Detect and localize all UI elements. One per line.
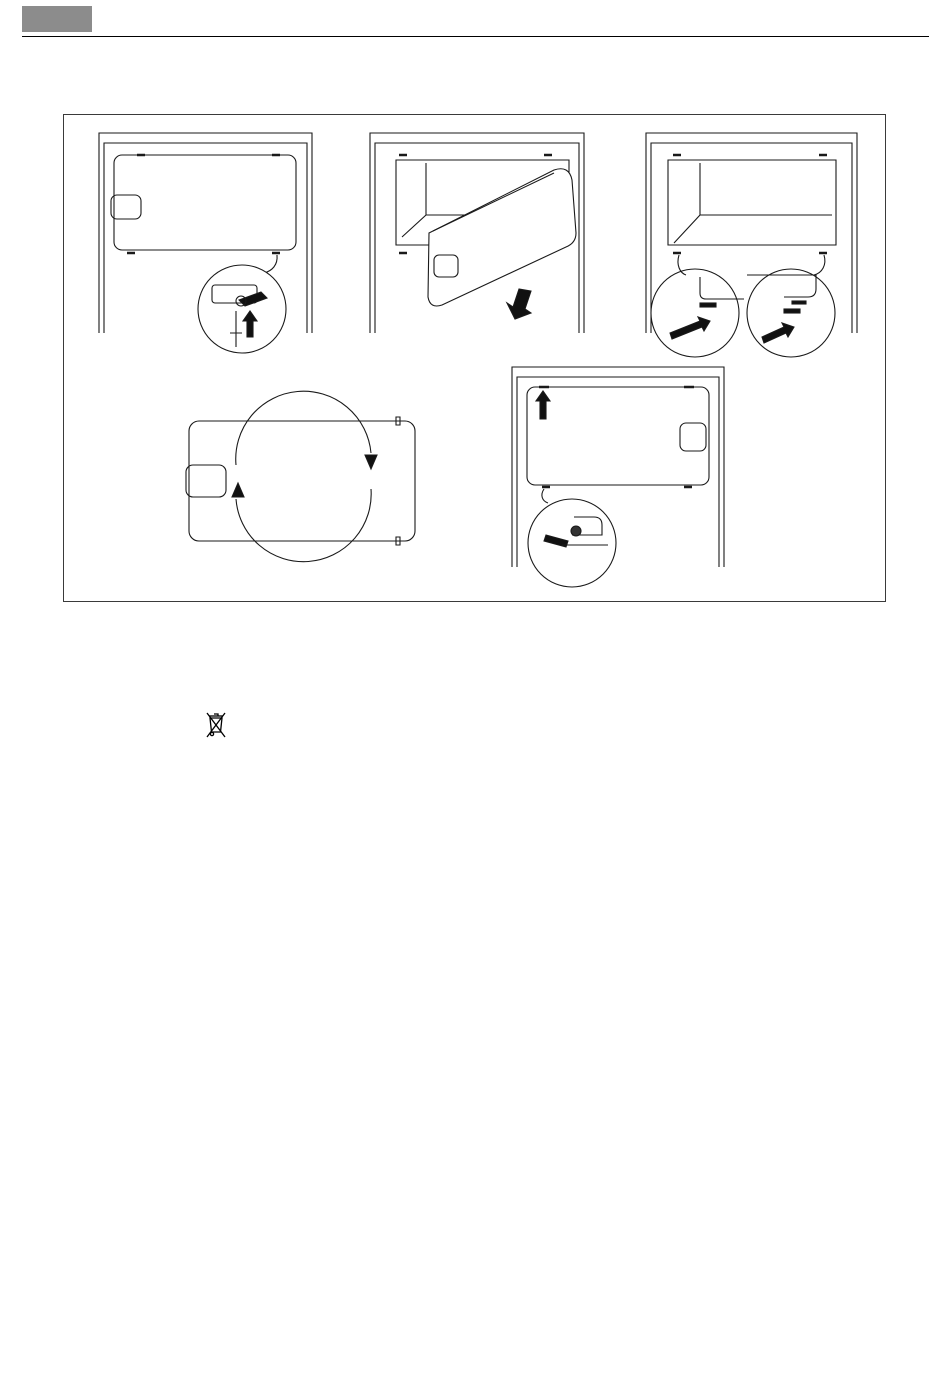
detail-magnifier-left [651, 269, 739, 357]
step-refit-door [512, 367, 724, 587]
up-arrow-icon [536, 391, 550, 419]
step-swap-hinge-pins [646, 133, 857, 357]
detail-magnifier [198, 265, 286, 353]
crossed-out-wheelie-bin-icon [204, 710, 228, 738]
step-rotate-door [186, 391, 415, 561]
door-handle [186, 465, 226, 497]
down-arrow-icon [507, 289, 531, 319]
rotate-icon [236, 391, 371, 465]
step-remove-hinge-pin [99, 133, 312, 353]
header-tab [22, 6, 92, 32]
door-handle [111, 195, 141, 219]
detail-magnifier [528, 499, 616, 587]
door-handle [680, 423, 706, 451]
header-rule [22, 36, 929, 37]
step-lift-door-off [370, 133, 584, 333]
door-reversal-figure [63, 114, 886, 602]
